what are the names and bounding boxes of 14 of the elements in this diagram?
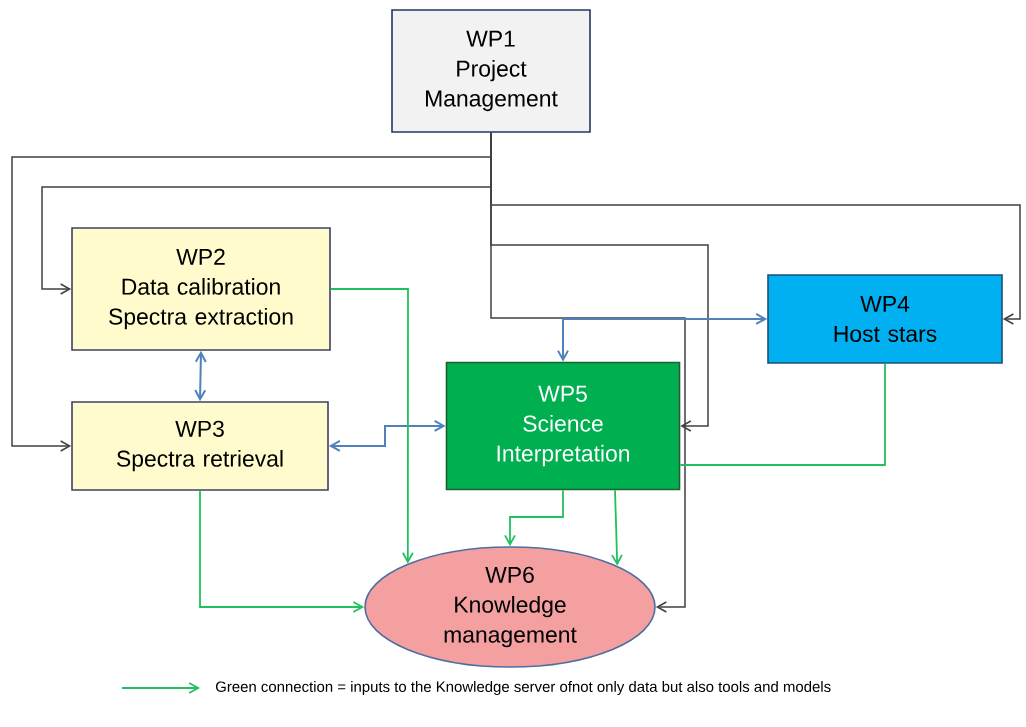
- arrow: [557, 313, 768, 362]
- process-box: WP5 Science Interpretation: [445, 361, 681, 491]
- arrow: [504, 489, 564, 547]
- process-box: WP3 Spectra retrieval: [71, 401, 329, 491]
- process-box: WP4 Host stars: [767, 274, 1003, 364]
- legend-text: Green connection = inputs to the Knowledge server ofnot only data but also tools and models: [215, 681, 831, 695]
- arrow: [490, 132, 686, 613]
- arrow: [194, 350, 207, 402]
- process-box: WP2 Data calibration Spectra extraction: [71, 227, 331, 351]
- process-box: WP1 Project Management: [391, 9, 591, 133]
- arrow: [611, 489, 623, 566]
- arrow: [199, 489, 365, 613]
- arrow: [328, 420, 446, 452]
- arrow: [329, 288, 414, 564]
